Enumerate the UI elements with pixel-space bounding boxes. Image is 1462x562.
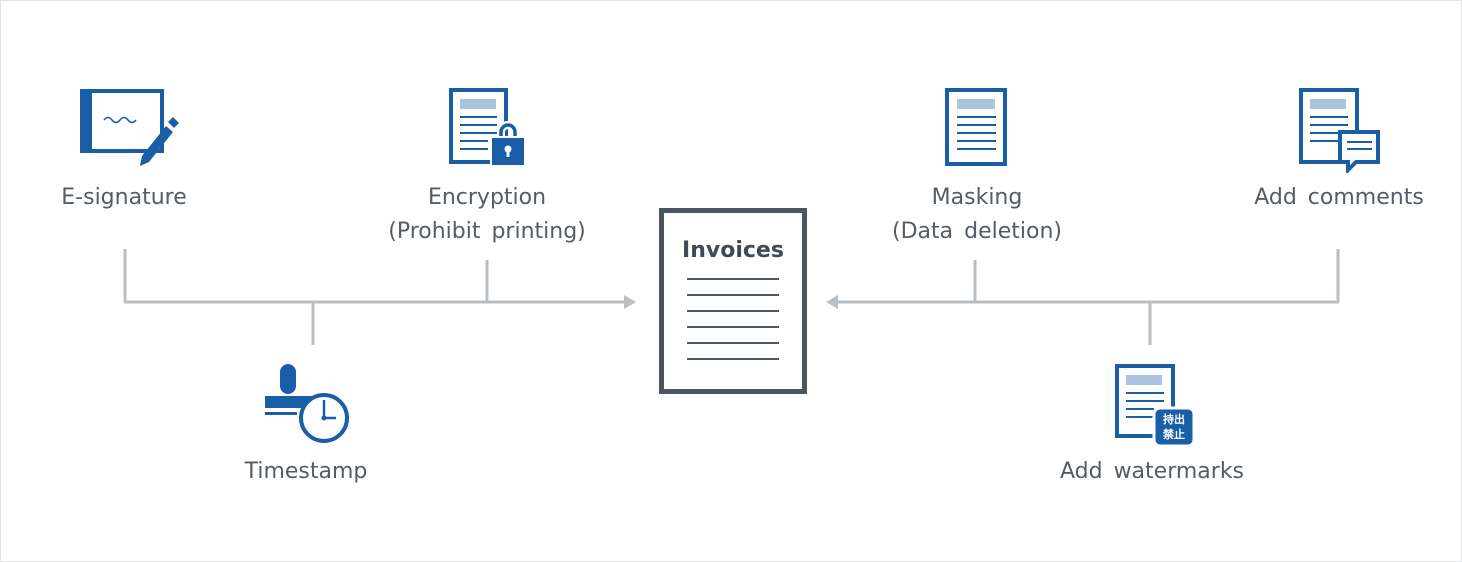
- timestamp-icon: [265, 364, 349, 443]
- document-line: [687, 310, 779, 312]
- watermark-stamp-line2: 禁止: [1163, 428, 1185, 441]
- masking-label: Masking (Data deletion): [892, 181, 1062, 249]
- document-line: [687, 294, 779, 296]
- lock-document-icon: [449, 88, 526, 167]
- document-line: [687, 342, 779, 344]
- masking-label-line2: (Data deletion): [892, 219, 1062, 244]
- document-line: [687, 358, 779, 360]
- encryption-label-line2: (Prohibit printing): [388, 219, 586, 244]
- e-signature-icon: [80, 89, 179, 166]
- invoices-title: Invoices: [682, 238, 784, 263]
- watermark-stamp-line1: 持出: [1163, 413, 1185, 426]
- left-arrowhead: [624, 295, 636, 309]
- timestamp-label: Timestamp: [244, 459, 368, 484]
- masking-label-line1: Masking: [931, 185, 1023, 210]
- encryption-label-line1: Encryption: [427, 185, 547, 210]
- encryption-label: Encryption (Prohibit printing): [388, 181, 586, 249]
- document-line: [687, 326, 779, 328]
- document-icon: [945, 88, 1007, 166]
- comments-label: Add comments: [1254, 185, 1424, 210]
- invoices-document: Invoices: [659, 208, 807, 394]
- document-line: [687, 278, 779, 280]
- esignature-label: E-signature: [61, 185, 187, 210]
- watermark-stamp: 持出 禁止: [1156, 412, 1192, 442]
- comment-document-icon: [1299, 88, 1380, 173]
- watermarks-label: Add watermarks: [1059, 459, 1245, 484]
- right-arrowhead: [826, 295, 838, 309]
- watermark-document-icon: 持出 禁止: [1114, 363, 1198, 449]
